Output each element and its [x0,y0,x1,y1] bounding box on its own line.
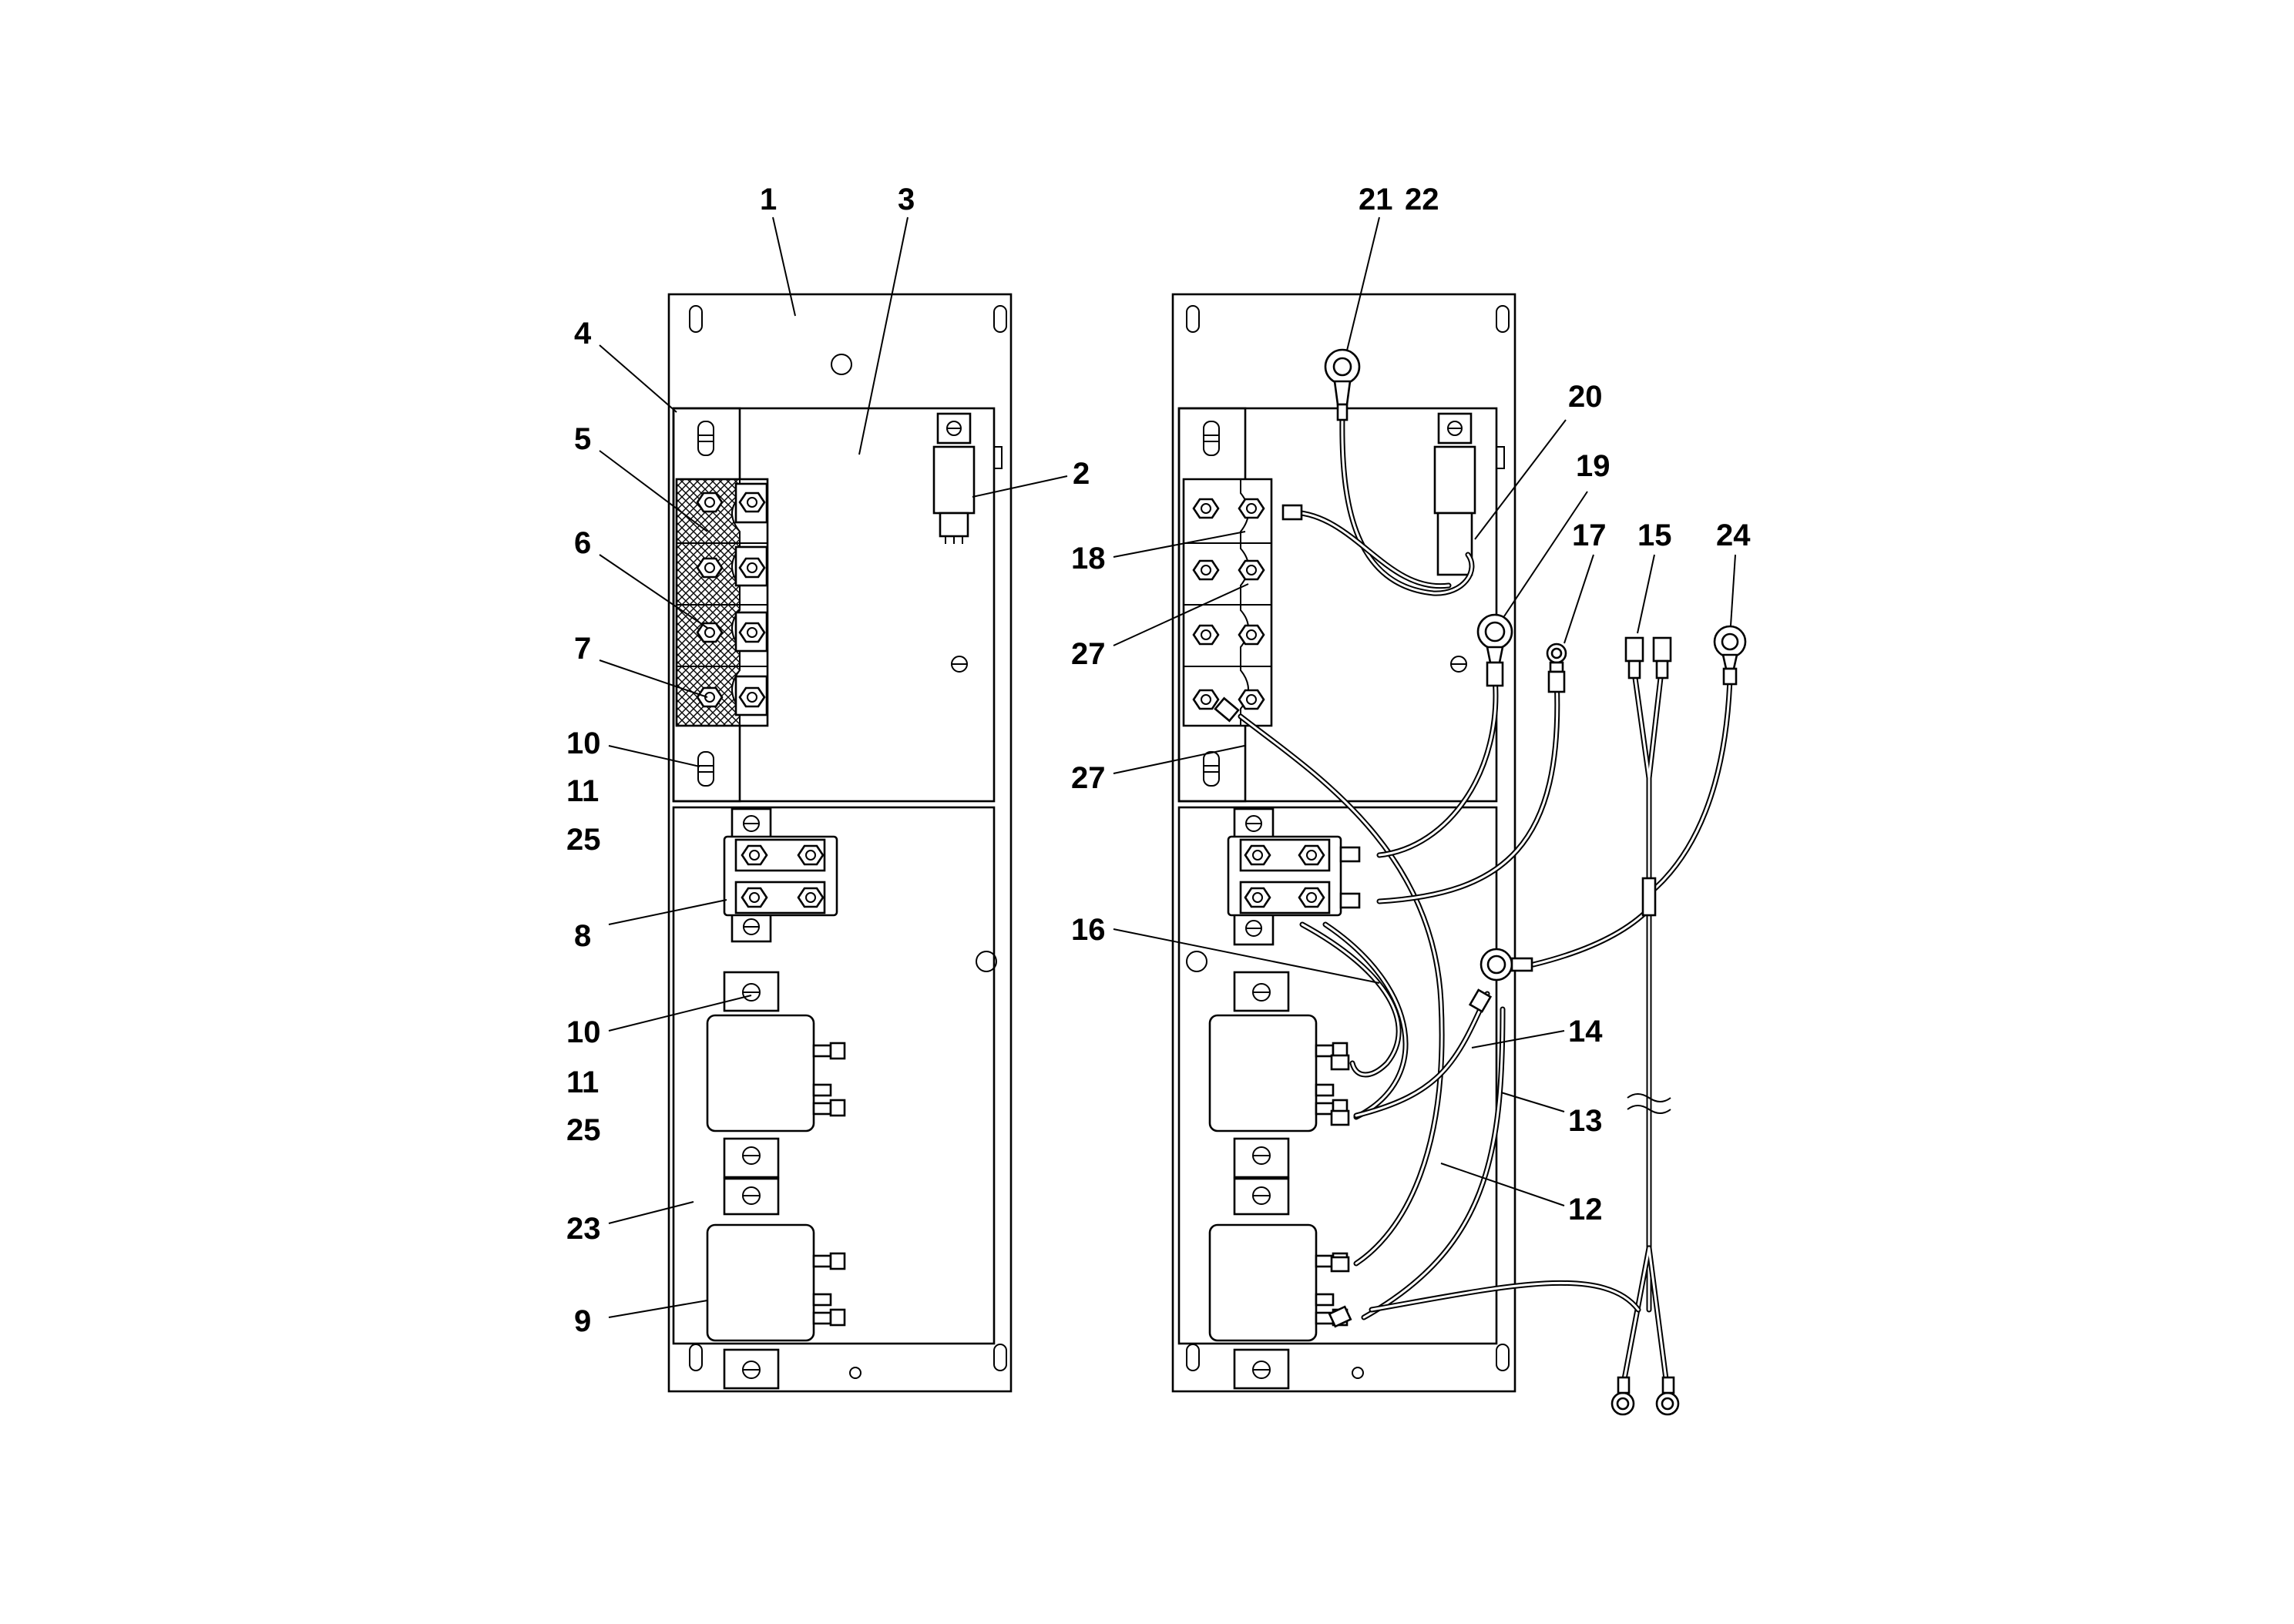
callout-18: 18 [1071,542,1106,575]
ring-terminal-24 [1713,625,1747,686]
callout-21: 21 [1359,183,1393,216]
contact-block-right [1227,807,1342,946]
callout-6: 6 [574,526,591,560]
terminal-17 [1546,643,1567,693]
callout-14: 14 [1568,1015,1603,1049]
relay-lower-right [1208,1177,1349,1390]
lower-subplate-right [1177,806,1498,1345]
callout-23: 23 [566,1212,601,1246]
left-panel [667,293,1013,1393]
callout-3: 3 [898,183,915,216]
callout-24: 24 [1716,518,1751,552]
callout-labels: 1 3 4 5 6 7 2 10 11 25 8 10 11 25 23 9 2… [566,183,1751,1338]
ring-terminal-21-22 [1324,348,1361,421]
component-2 [932,412,976,544]
callout-8: 8 [574,919,591,953]
relay-upper-right [1208,971,1349,1179]
terminal-block-right [1182,478,1273,727]
leader-lines [599,216,1736,1318]
relay-9 [706,1177,846,1390]
terminal-block-left [675,478,769,727]
callout-11: 11 [566,774,599,808]
callout-4: 4 [574,317,592,351]
callout-27: 27 [1071,761,1106,795]
callout-19: 19 [1576,449,1611,483]
callout-12: 12 [1568,1193,1603,1226]
right-panel [1171,293,1747,1416]
callout-25: 25 [566,823,601,857]
component-20 [1433,412,1476,576]
mounting-plate-left [667,293,1013,1393]
mounting-plate-right [1171,293,1516,1393]
callout-22: 22 [1405,183,1439,216]
ring-terminal-19 [1476,613,1513,687]
callout-11: 11 [566,1065,599,1099]
terminal-15 [1624,636,1672,679]
callout-5: 5 [574,422,591,456]
relay-upper-left [706,971,846,1179]
ring-terminal-harness [1480,948,1533,981]
callout-15: 15 [1637,518,1672,552]
strip-screw [697,421,714,787]
callout-13: 13 [1568,1104,1603,1138]
component-8 [723,807,838,943]
callout-10: 10 [566,1015,601,1049]
callout-10: 10 [566,726,601,760]
callout-2: 2 [1073,457,1090,491]
callout-27: 27 [1071,637,1106,671]
callout-25: 25 [566,1113,601,1147]
ring-terminals-bottom [1611,1376,1680,1416]
callout-16: 16 [1071,913,1106,947]
callout-17: 17 [1572,518,1607,552]
callout-20: 20 [1568,380,1603,414]
callout-7: 7 [574,632,591,666]
callout-1: 1 [760,183,777,216]
wiring-harness [1238,413,1733,1382]
lower-subplate-left [672,806,996,1345]
callout-9: 9 [574,1304,591,1338]
